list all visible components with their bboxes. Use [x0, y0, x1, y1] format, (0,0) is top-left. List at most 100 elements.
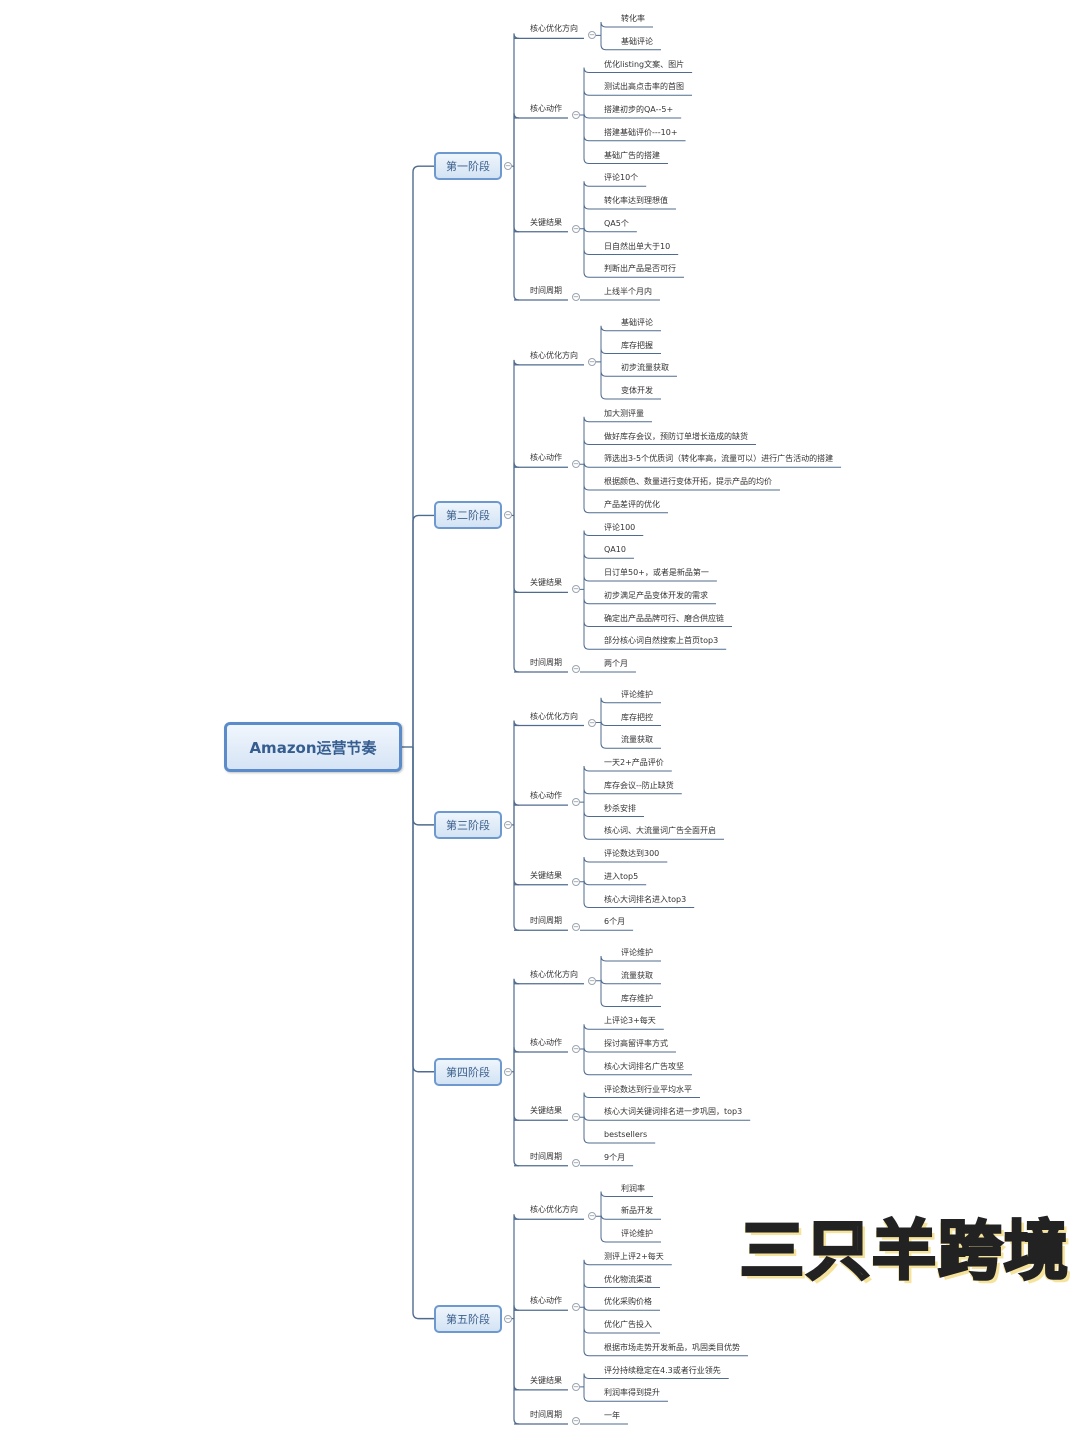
leaf-item: 评论维护 — [621, 689, 653, 699]
category-label[interactable]: 核心优化方向 — [530, 969, 578, 979]
stage-node[interactable]: 第四阶段 — [434, 1057, 502, 1086]
leaf-item: 利润率得到提升 — [604, 1388, 660, 1398]
collapse-toggle[interactable]: − — [572, 923, 580, 932]
category-label[interactable]: 核心优化方向 — [530, 711, 578, 721]
leaf-item: 核心大词关键词排名进一步巩固，top3 — [604, 1107, 743, 1117]
leaf-item: 秒杀安排 — [604, 803, 636, 813]
leaf-item: 加大测评量 — [604, 408, 644, 418]
category-label[interactable]: 核心动作 — [530, 1296, 562, 1306]
leaf-item: 优化物流渠道 — [604, 1274, 652, 1284]
leaf-item: 部分核心词自然搜索上首页top3 — [604, 636, 719, 646]
collapse-toggle[interactable]: − — [572, 1382, 580, 1391]
collapse-toggle[interactable]: − — [588, 1212, 596, 1221]
leaf-item: 日订单50+，或者是新品第一 — [604, 568, 709, 577]
collapse-toggle[interactable]: − — [572, 111, 580, 119]
leaf-item: 确定出产品品牌可行、磨合供应链 — [604, 613, 724, 623]
collapse-toggle[interactable]: − — [504, 1314, 512, 1323]
collapse-toggle[interactable]: − — [572, 665, 580, 673]
leaf-item: 评论维护 — [621, 1229, 653, 1238]
leaf-item: 基础评论 — [621, 36, 653, 46]
collapse-toggle[interactable]: − — [572, 1045, 580, 1053]
category-label[interactable]: 核心动作 — [530, 1038, 562, 1047]
leaf-item: 搭建基础评价---10+ — [604, 127, 678, 137]
leaf-item: 产品差评的优化 — [604, 499, 660, 509]
collapse-toggle[interactable]: − — [572, 1417, 580, 1425]
category-label[interactable]: 时间周期 — [530, 658, 562, 667]
leaf-item: 根据颜色、数量进行变体开拓，提示产品的均价 — [604, 477, 772, 486]
leaf-item: 变体开发 — [621, 386, 653, 395]
collapse-toggle[interactable]: − — [572, 877, 580, 886]
leaf-item: 初步满足产品变体开发的需求 — [604, 590, 708, 600]
category-label[interactable]: 核心优化方向 — [530, 1205, 578, 1215]
stage-node[interactable]: 第三阶段 — [434, 810, 502, 839]
leaf-item: 上评论3+每天 — [604, 1016, 656, 1026]
leaf-item: 库存把控 — [621, 712, 653, 722]
root-node[interactable]: Amazon运营节奏 — [224, 722, 402, 772]
leaf-item: 两个月 — [604, 659, 628, 668]
leaf-item: 评论维护 — [621, 948, 653, 957]
collapse-toggle[interactable]: − — [504, 820, 512, 829]
leaf-item: 初步流量获取 — [621, 363, 669, 373]
leaf-item: 库存把握 — [621, 340, 653, 350]
stage-node[interactable]: 第二阶段 — [434, 501, 502, 530]
leaf-item: 基础广告的搭建 — [604, 150, 660, 160]
collapse-toggle[interactable]: − — [588, 357, 596, 366]
category-label[interactable]: 关键结果 — [530, 1375, 562, 1385]
leaf-item: 评分持续稳定在4.3或者行业领先 — [604, 1365, 721, 1375]
leaf-item: 根据市场走势开发新品，巩固类目优势 — [604, 1342, 740, 1352]
category-label[interactable]: 核心优化方向 — [530, 24, 578, 34]
leaf-item: 评论100 — [604, 522, 636, 532]
collapse-toggle[interactable]: − — [572, 1158, 580, 1167]
leaf-item: 优化listing文案、图片 — [604, 59, 685, 69]
leaf-item: 库存会议--防止缺货 — [604, 780, 674, 790]
leaf-item: bestsellers — [604, 1130, 648, 1139]
category-label[interactable]: 核心动作 — [530, 453, 562, 463]
watermark-logo: 三只羊跨境 — [739, 1214, 1070, 1291]
collapse-toggle[interactable]: − — [504, 511, 512, 520]
category-label[interactable]: 时间周期 — [530, 916, 562, 926]
leaf-item: 上线半个月内 — [604, 287, 652, 296]
leaf-item: 流量获取 — [621, 735, 653, 745]
category-label[interactable]: 时间周期 — [530, 1151, 562, 1161]
collapse-toggle[interactable]: − — [572, 1113, 580, 1122]
leaf-item: 新品开发 — [621, 1206, 653, 1216]
category-label[interactable]: 核心动作 — [530, 104, 562, 113]
collapse-toggle[interactable]: − — [504, 1067, 512, 1076]
leaf-item: 6个月 — [604, 917, 626, 927]
leaf-item: 转化率达到理想值 — [604, 196, 668, 205]
category-label[interactable]: 关键结果 — [530, 870, 562, 880]
collapse-toggle[interactable]: − — [572, 585, 580, 594]
leaf-item: QA10 — [604, 545, 626, 555]
leaf-item: 转化率 — [621, 14, 645, 23]
leaf-item: QA5个 — [604, 218, 629, 228]
stage-node[interactable]: 第一阶段 — [434, 152, 502, 181]
category-label[interactable]: 核心优化方向 — [530, 350, 578, 360]
collapse-toggle[interactable]: − — [572, 293, 580, 301]
category-label[interactable]: 关键结果 — [530, 578, 562, 588]
leaf-item: 流量获取 — [621, 970, 653, 980]
category-label[interactable]: 关键结果 — [530, 1106, 562, 1116]
leaf-item: 评论数达到行业平均水平 — [604, 1084, 692, 1094]
leaf-item: 一天2+产品评价 — [604, 758, 664, 767]
stage-node[interactable]: 第五阶段 — [434, 1304, 502, 1333]
leaf-item: 优化广告投入 — [604, 1320, 652, 1329]
leaf-item: 做好库存会议，预防订单增长造成的缺货 — [604, 431, 748, 441]
collapse-toggle[interactable]: − — [572, 798, 580, 807]
category-label[interactable]: 关键结果 — [530, 217, 562, 227]
collapse-toggle[interactable]: − — [572, 224, 580, 233]
collapse-toggle[interactable]: − — [588, 31, 596, 40]
leaf-item: 核心词、大流量词广告全面开启 — [604, 826, 716, 836]
leaf-item: 测试出高点击率的首图 — [604, 82, 684, 92]
collapse-toggle[interactable]: − — [588, 718, 596, 727]
collapse-toggle[interactable]: − — [504, 162, 512, 171]
collapse-toggle[interactable]: − — [588, 976, 596, 985]
category-label[interactable]: 时间周期 — [530, 286, 562, 295]
leaf-item: 利润率 — [621, 1183, 645, 1193]
leaf-item: 日自然出单大于10 — [604, 241, 671, 251]
category-label[interactable]: 核心动作 — [530, 791, 562, 801]
category-label[interactable]: 时间周期 — [530, 1410, 562, 1419]
collapse-toggle[interactable]: − — [572, 1303, 580, 1312]
collapse-toggle[interactable]: − — [572, 460, 580, 469]
